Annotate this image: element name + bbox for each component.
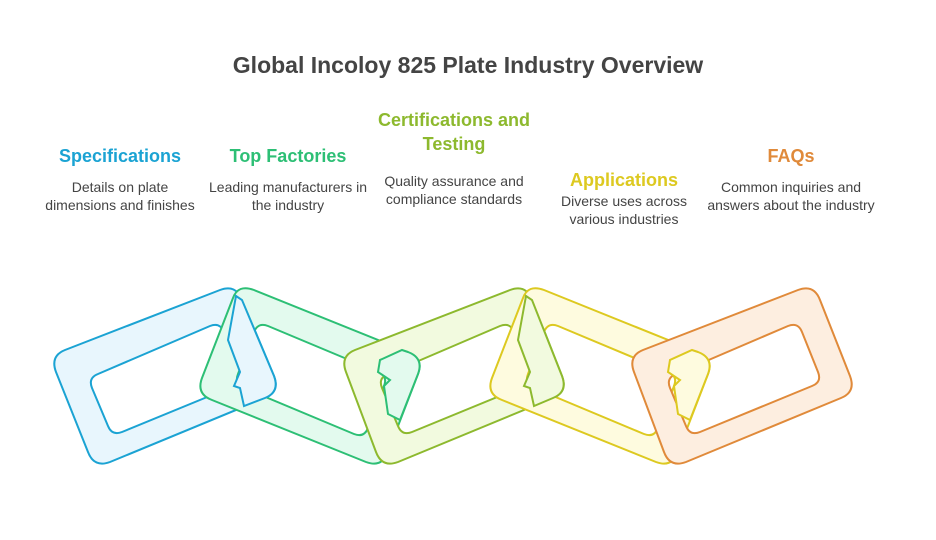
item-heading: FAQs	[767, 146, 815, 166]
chain-interlock-overlays	[226, 294, 711, 422]
item-applications: Applications Diverse uses across various…	[539, 144, 709, 228]
item-faqs: FAQs Common inquiries and answers about …	[706, 120, 876, 214]
item-heading: Applications	[569, 170, 678, 190]
item-top-factories: Top Factories Leading manufacturers in t…	[203, 120, 373, 214]
item-description: Common inquiries and answers about the i…	[707, 179, 875, 213]
item-heading: Certifications and Testing	[377, 110, 531, 154]
diagram-title: Global Incoloy 825 Plate Industry Overvi…	[232, 52, 704, 78]
item-heading: Specifications	[58, 146, 182, 166]
item-description: Details on plate dimensions and finishes	[45, 179, 195, 213]
item-specifications: Specifications Details on plate dimensio…	[35, 120, 205, 214]
item-certifications-and-testing: Certifications and Testing Quality assur…	[369, 108, 539, 208]
item-description: Leading manufacturers in the industry	[209, 179, 367, 213]
chain-link-faqs	[631, 287, 853, 465]
item-description: Diverse uses across various industries	[560, 193, 688, 227]
item-description: Quality assurance and compliance standar…	[384, 173, 524, 207]
item-heading: Top Factories	[229, 146, 347, 166]
